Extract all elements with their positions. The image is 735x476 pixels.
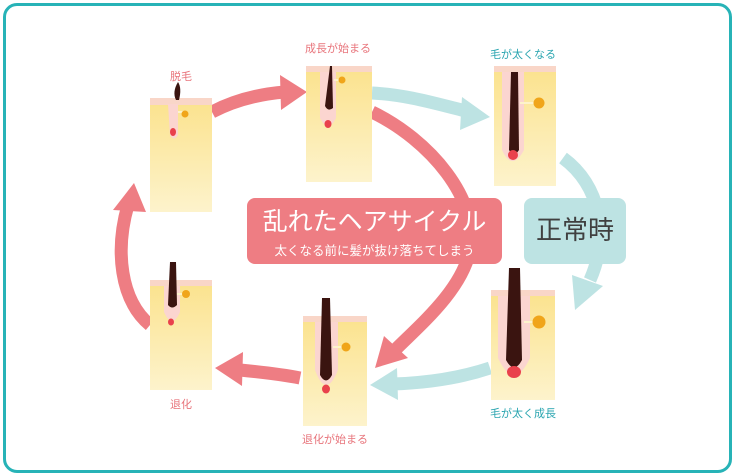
banner-subtitle: 太くなる前に髪が抜け落ちてしまう: [274, 243, 475, 258]
arrow-regression-to-shedding: [114, 203, 155, 330]
disrupted-cycle-banner: 乱れたヘアサイクル 太くなる前に髪が抜け落ちてしまう: [247, 198, 502, 264]
arrowhead-pink-1: [280, 75, 307, 110]
stage-growth-start: [306, 66, 372, 182]
arrowhead-pink-3: [215, 352, 243, 386]
stage-label-regression: 退化: [170, 398, 192, 411]
normal-cycle-badge: 正常時: [524, 198, 626, 264]
stage-label-thickening: 毛が太くなる: [490, 48, 556, 61]
stage-label-shedding: 脱毛: [170, 70, 192, 83]
stage-label-thick-growth: 毛が太く成長: [490, 407, 556, 420]
arrowhead-teal-3: [370, 368, 398, 400]
arrow-growth-to-thickening: [371, 86, 472, 119]
arrow-thick-growth-to-regression: [391, 361, 493, 391]
arrowhead-pink-2: [375, 336, 408, 368]
stage-label-regression-start: 退化が始まる: [302, 433, 368, 446]
arrow-shedding-to-growth: [208, 85, 286, 118]
arrowhead-teal-1: [460, 97, 490, 130]
arrow-regression-start-to-regression: [239, 363, 302, 385]
stage-thick-growth: [491, 268, 555, 400]
stage-thickening: [494, 66, 556, 186]
stage-regression-start: [303, 298, 367, 426]
banner-title: 乱れたヘアサイクル: [262, 207, 487, 236]
arrowhead-teal-2: [572, 275, 603, 310]
stage-regression: [150, 262, 212, 390]
arrowhead-pink-4: [113, 183, 146, 212]
stage-label-growth-start: 成長が始まる: [305, 42, 371, 55]
stage-shedding: [150, 82, 212, 212]
